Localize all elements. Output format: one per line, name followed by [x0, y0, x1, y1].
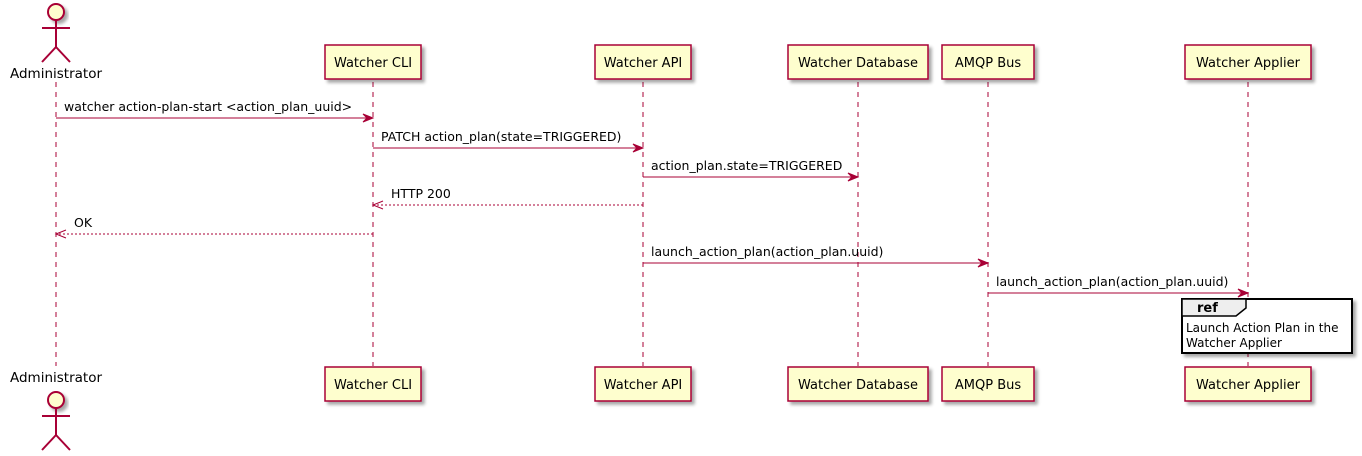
actor-leg-left	[41, 434, 57, 451]
actor-admin-top: Administrator	[10, 3, 102, 82]
message-arrowhead	[847, 172, 860, 182]
participant-label-applier: Watcher Applier	[1196, 56, 1301, 71]
message-arrowhead	[632, 143, 645, 153]
actor-leg-left	[41, 46, 57, 63]
message-label: launch_action_plan(action_plan.uuid)	[651, 244, 883, 259]
participant-label-cli: Watcher CLI	[334, 378, 412, 393]
message-1: PATCH action_plan(state=TRIGGERED)	[373, 129, 645, 153]
participant-box	[941, 44, 1035, 80]
actor-label-admin: Administrator	[10, 370, 102, 386]
message-arrowhead	[1237, 288, 1250, 298]
participant-cli-bottom: Watcher CLI	[324, 366, 422, 402]
ref-text-line: Launch Action Plan in the	[1186, 321, 1338, 335]
participant-label-amqp: AMQP Bus	[955, 56, 1021, 71]
actor-head	[47, 3, 65, 21]
participant-api-top: Watcher API	[594, 44, 692, 80]
participant-box	[787, 44, 929, 80]
message-6: launch_action_plan(action_plan.uuid)	[988, 274, 1250, 298]
actor-leg-right	[55, 434, 71, 451]
participant-amqp-top: AMQP Bus	[941, 44, 1035, 80]
ref-header-tab	[1181, 298, 1247, 317]
participant-box	[594, 44, 692, 80]
message-label: action_plan.state=TRIGGERED	[651, 158, 842, 173]
participant-api-bottom: Watcher API	[594, 366, 692, 402]
message-5: launch_action_plan(action_plan.uuid)	[643, 244, 990, 268]
participant-cli-top: Watcher CLI	[324, 44, 422, 80]
participant-box	[324, 44, 422, 80]
message-label: OK	[74, 215, 93, 230]
participant-label-amqp: AMQP Bus	[955, 378, 1021, 393]
ref-title: ref	[1197, 301, 1218, 316]
message-label: launch_action_plan(action_plan.uuid)	[996, 274, 1228, 289]
participant-db-bottom: Watcher Database	[787, 366, 929, 402]
message-2: action_plan.state=TRIGGERED	[643, 158, 860, 182]
participant-label-db: Watcher Database	[798, 378, 918, 393]
message-label: watcher action-plan-start <action_plan_u…	[64, 99, 352, 114]
message-0: watcher action-plan-start <action_plan_u…	[56, 99, 375, 123]
participant-label-applier: Watcher Applier	[1196, 378, 1301, 393]
actor-head	[47, 391, 65, 409]
participant-box	[324, 366, 422, 402]
participant-label-cli: Watcher CLI	[334, 56, 412, 71]
participant-box	[594, 366, 692, 402]
participant-applier-top: Watcher Applier	[1184, 44, 1312, 80]
participant-db-top: Watcher Database	[787, 44, 929, 80]
message-arrowhead	[977, 258, 990, 268]
participant-amqp-bottom: AMQP Bus	[941, 366, 1035, 402]
message-arrowhead	[54, 229, 67, 239]
participant-box	[1184, 366, 1312, 402]
actor-leg-right	[55, 46, 71, 63]
message-arrowhead	[371, 200, 384, 210]
participant-box	[941, 366, 1035, 402]
message-arrowhead	[362, 113, 375, 123]
message-label: HTTP 200	[391, 186, 451, 201]
participant-box	[787, 366, 929, 402]
message-label: PATCH action_plan(state=TRIGGERED)	[381, 129, 621, 144]
participant-applier-bottom: Watcher Applier	[1184, 366, 1312, 402]
message-3: HTTP 200	[371, 186, 643, 210]
actor-admin-bottom: Administrator	[10, 370, 102, 451]
participant-label-db: Watcher Database	[798, 56, 918, 71]
actor-label-admin: Administrator	[10, 66, 102, 82]
participant-box	[1184, 44, 1312, 80]
ref-text-line: Watcher Applier	[1186, 336, 1282, 350]
message-4: OK	[54, 215, 373, 239]
participant-label-api: Watcher API	[604, 56, 683, 71]
participant-label-api: Watcher API	[604, 378, 683, 393]
